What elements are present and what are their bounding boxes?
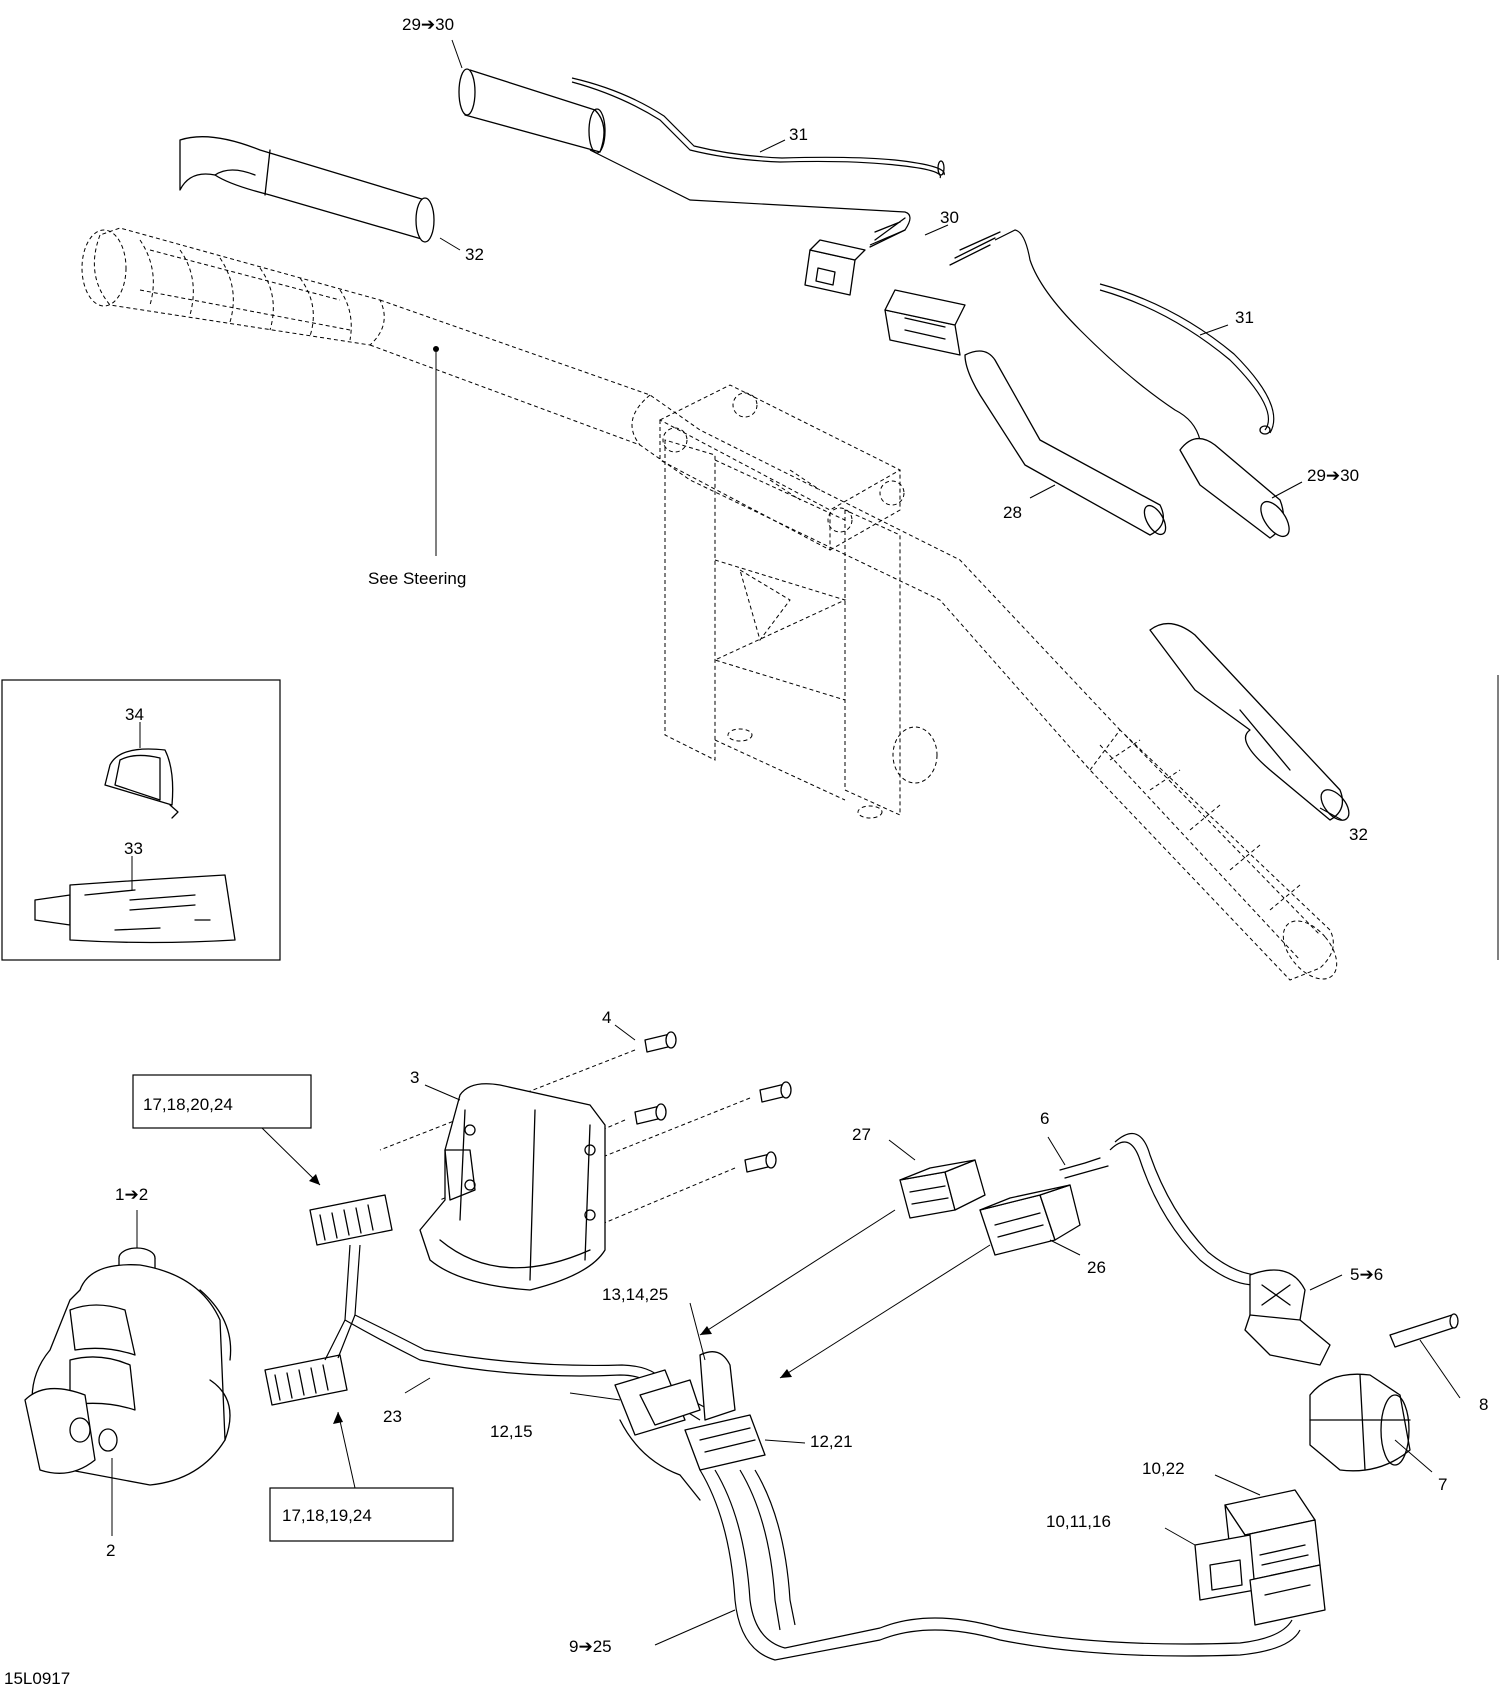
see-steering-dot (433, 346, 439, 352)
left-grip (81, 227, 385, 346)
callout-26: 26 (1087, 1258, 1106, 1277)
heating-wire-right (994, 229, 1275, 441)
callout-13-14-25: 13,14,25 (602, 1285, 668, 1304)
callout-9-25: 9➔25 (569, 1637, 612, 1656)
heated-grip-switch-5 (1109, 1132, 1331, 1366)
callout-10-22: 10,22 (1142, 1459, 1185, 1478)
callout-32-top: 32 (465, 245, 484, 264)
connector-top-harness (309, 1194, 393, 1246)
connector-30-left (804, 217, 906, 296)
grip-sleeve-top (179, 136, 435, 243)
callout-12-15: 12,15 (490, 1422, 533, 1441)
connector-27 (899, 1159, 986, 1219)
callout-17-18-19-24: 17,18,19,24 (282, 1506, 372, 1525)
connector-10-11-16 (1194, 1534, 1326, 1626)
switch-housing-3 (419, 1083, 606, 1291)
callout-34: 34 (125, 705, 144, 724)
callout-12-21: 12,21 (810, 1432, 853, 1451)
callout-box-17-18-20-24 (132, 1074, 312, 1129)
part-33-tube (34, 874, 236, 944)
callout-7: 7 (1438, 1475, 1447, 1494)
pin-8 (1389, 1313, 1459, 1348)
callout-box-17-18-19-24 (269, 1487, 454, 1542)
connector-26 (979, 1184, 1081, 1256)
see-steering-label: See Steering (368, 569, 466, 588)
drawing-number: 15L0917 (4, 1669, 70, 1688)
arrows (261, 1127, 991, 1489)
bracket-7 (1309, 1373, 1411, 1472)
callout-28: 28 (1003, 503, 1022, 522)
callout-29-30-right: 29➔30 (1307, 466, 1359, 485)
grip-sleeve-bottom (1149, 623, 1350, 821)
leader-lines (111, 39, 1461, 1646)
callout-labels: 29➔30 31 32 30 31 29➔30 28 See Steering … (4, 15, 1488, 1688)
handlebar-tube (369, 299, 1121, 771)
callout-27: 27 (852, 1125, 871, 1144)
terminals-6 (1059, 1157, 1109, 1179)
callout-17-18-20-24: 17,18,20,24 (143, 1095, 233, 1114)
callout-10-11-16: 10,11,16 (1046, 1512, 1111, 1531)
callout-31-top: 31 (789, 125, 808, 144)
callout-3: 3 (410, 1068, 419, 1087)
callout-23: 23 (383, 1407, 402, 1426)
callout-31-right: 31 (1235, 308, 1254, 327)
part-34-clip (104, 748, 179, 819)
callout-6: 6 (1040, 1109, 1049, 1128)
callout-4: 4 (602, 1008, 611, 1027)
callout-30: 30 (940, 208, 959, 227)
connector-cluster (614, 1351, 766, 1501)
tube-28 (964, 350, 1167, 536)
heated-grip-element-right (1179, 438, 1290, 539)
right-grip (1089, 729, 1338, 981)
callout-8: 8 (1479, 1395, 1488, 1414)
steering-riser (658, 384, 938, 819)
connector-bottom-harness (264, 1354, 348, 1406)
callout-29-30-top: 29➔30 (402, 15, 454, 34)
heating-wire-top (571, 77, 945, 246)
heated-grip-element-top (458, 68, 606, 154)
callout-32-bottom: 32 (1349, 825, 1368, 844)
connector-30-right (884, 231, 1001, 356)
callout-1-2: 1➔2 (115, 1185, 148, 1204)
switch-assembly-1 (24, 1247, 232, 1486)
callout-5-6: 5➔6 (1350, 1265, 1383, 1284)
callout-2: 2 (106, 1541, 115, 1560)
main-harness-9 (699, 1469, 1301, 1661)
callout-33: 33 (124, 839, 143, 858)
